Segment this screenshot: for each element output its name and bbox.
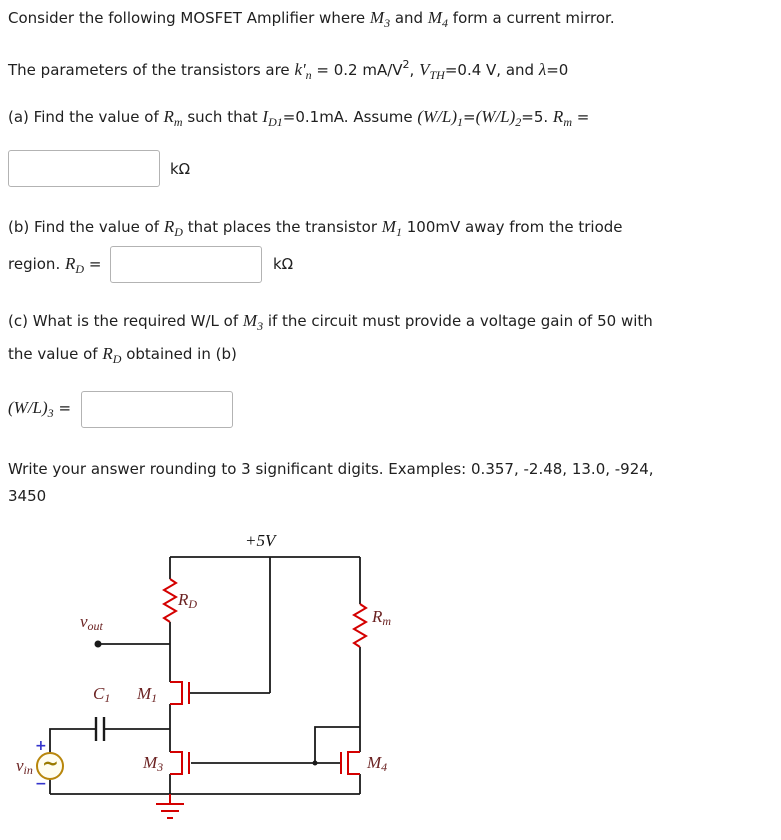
part-c-answer-label: (W/L)3 =	[8, 398, 72, 420]
part-b-unit-label: kΩ	[272, 255, 294, 273]
m4-label: M4	[367, 753, 388, 774]
vin-plus-sign: +	[35, 738, 47, 754]
gate-junction-dot	[312, 760, 318, 766]
part-c-text: (c) What is the required W/L of M3 if th…	[8, 311, 653, 366]
rm-label: Rm	[372, 607, 392, 628]
sine-source-icon: ~	[42, 751, 59, 775]
vout-label: vout	[80, 612, 103, 633]
question-page: Consider the following MOSFET Amplifier …	[8, 4, 773, 836]
circuit-svg	[36, 556, 368, 819]
vin-minus-sign: −	[35, 776, 47, 792]
part-a-text: (a) Find the value of Rm such that ID1=0…	[8, 107, 590, 129]
part-c-answer-row: (W/L)3 =	[8, 391, 773, 428]
part-a-unit-label: kΩ	[170, 159, 191, 178]
wires	[49, 556, 361, 795]
rm-resistor	[352, 603, 368, 648]
c1-label: C1	[93, 684, 111, 705]
supply-voltage-label: +5V	[245, 531, 276, 550]
rd-label: RD	[178, 590, 198, 611]
part-b-text: (b) Find the value of RD that places the…	[8, 213, 773, 283]
m3-transistor	[170, 751, 190, 775]
vout-node	[94, 640, 102, 648]
ground-symbol	[156, 794, 184, 819]
vin-source	[36, 752, 64, 780]
transistor-parameters: The parameters of the transistors are k'…	[8, 58, 569, 82]
part-b-question: (b) Find the value of RD that places the…	[8, 217, 623, 276]
c1-capacitor	[94, 717, 106, 741]
m1-label: M1	[137, 684, 158, 705]
question-intro: Consider the following MOSFET Amplifier …	[8, 8, 615, 30]
rounding-instructions: Write your answer rounding to 3 signific…	[8, 460, 654, 505]
circuit-diagram: +5V RD Rm vout vin C1 M1 M3 M4 + − ~	[10, 531, 430, 836]
vin-label: vin	[16, 756, 33, 777]
part-a-answer-row: kΩ	[8, 150, 773, 187]
part-b-answer-input[interactable]	[110, 246, 263, 283]
m4-transistor	[340, 751, 360, 775]
rd-resistor	[162, 578, 178, 623]
part-a-answer-input[interactable]	[8, 150, 160, 187]
part-c-answer-input[interactable]	[81, 391, 234, 428]
m1-transistor	[170, 681, 190, 705]
m3-label: M3	[143, 753, 164, 774]
